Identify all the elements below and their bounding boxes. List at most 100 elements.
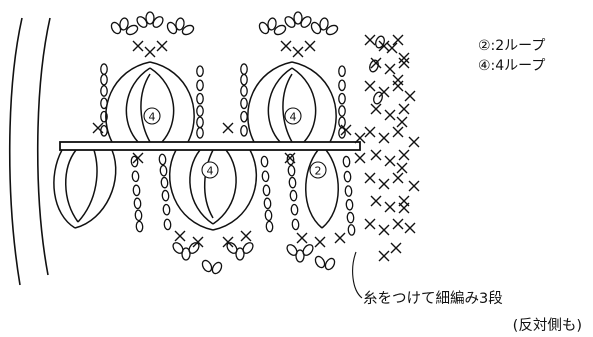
chain-stitch (265, 210, 272, 221)
chain-stitch (133, 185, 140, 196)
cross-stitch (393, 127, 403, 137)
cross-stitch (393, 219, 403, 229)
chain-stitch (288, 165, 295, 176)
cross-stitch (365, 127, 375, 137)
svg-text:4: 4 (149, 111, 156, 124)
cross-stitch (379, 251, 389, 261)
chain-stitch (325, 24, 339, 37)
chain-stitch (197, 128, 203, 138)
cross-stitch (335, 233, 345, 243)
cross-stitch (365, 173, 375, 183)
annotation-line-2: (反対側も) (513, 317, 582, 334)
cross-stitch (371, 58, 381, 68)
chain-stitch (285, 243, 299, 257)
horizontal-bar (60, 142, 360, 150)
chain-stitch (197, 93, 203, 103)
chain-stitch (164, 219, 171, 230)
legend-item-2: ②:2ループ (478, 38, 545, 54)
cross-stitch (379, 179, 389, 189)
motif-top-right (248, 62, 336, 142)
chain-stitch (343, 156, 350, 167)
cross-stitch (405, 223, 415, 233)
chain-stitch (197, 106, 203, 116)
svg-text:4: 4 (207, 165, 214, 178)
chain-stitch (262, 171, 269, 182)
chain-stitch (339, 93, 345, 103)
cross-stitch (371, 196, 381, 206)
chain-stitch (344, 171, 351, 182)
cross-stitch (365, 219, 375, 229)
chain-stitch (339, 106, 345, 116)
legend: ②:2ループ ④:4ループ (478, 38, 545, 74)
chain-stitch (273, 24, 287, 37)
cross-stitch (355, 153, 365, 163)
motif-two-loop (306, 150, 339, 228)
cross-stitch (223, 237, 233, 247)
cross-stitch (365, 35, 375, 45)
chain-stitch (241, 98, 247, 108)
chain-stitch (101, 74, 107, 84)
cross-stitch (297, 233, 307, 243)
chain-stitch (161, 177, 168, 188)
chain-stitch (197, 117, 203, 127)
chain-stitch (241, 111, 247, 121)
annotation-line-1: 糸をつけて細編み3段 (363, 290, 503, 307)
cross-stitch (385, 156, 395, 166)
chain-stitch (347, 212, 354, 223)
loop-count-badge-two: 2 (310, 162, 326, 178)
cross-stitch (223, 123, 233, 133)
cross-stitch (385, 110, 395, 120)
chain-stitch (162, 190, 169, 201)
cross-stitch (391, 243, 401, 253)
cross-stitch (397, 117, 407, 127)
chain-stitch (151, 15, 165, 29)
cross-stitch (379, 225, 389, 235)
cross-stitch (385, 202, 395, 212)
cross-stitch (145, 47, 155, 57)
chain-stitch (261, 156, 268, 167)
svg-text:4: 4 (290, 111, 297, 124)
chain-stitch (134, 198, 141, 209)
cross-stitch (399, 58, 409, 68)
chain-stitch (163, 204, 170, 215)
cross-stitch (399, 203, 409, 213)
chain-stitch (241, 126, 247, 136)
chain-stitch (290, 190, 297, 201)
chain-stitch (171, 241, 185, 255)
chain-stitch (264, 198, 271, 209)
chain-stitch (241, 64, 247, 74)
cross-stitch (385, 64, 395, 74)
chain-stitch (301, 243, 315, 257)
cross-stitch (315, 237, 325, 247)
cross-stitch (399, 53, 409, 63)
cross-stitch (397, 163, 407, 173)
chain-stitch (201, 259, 214, 273)
loop-count-badge-top-left: 4 (144, 108, 160, 124)
cross-stitch (371, 104, 381, 114)
chain-stitch (292, 219, 299, 230)
chain-stitch (211, 261, 224, 275)
cross-stitch (405, 91, 415, 101)
chain-stitch (339, 66, 345, 76)
chain-stitch (197, 66, 203, 76)
chain-stitch (263, 185, 270, 196)
chain-stitch (345, 186, 352, 197)
annotation: 糸をつけて細編み3段 (反対側も) (363, 290, 582, 334)
cross-stitch (399, 104, 409, 114)
cross-stitch (393, 81, 403, 91)
chain-stitch (314, 255, 327, 269)
cross-stitch (193, 237, 203, 247)
chain-stitch (132, 171, 139, 182)
cross-stitch (341, 125, 351, 135)
motif-bottom-left (54, 150, 116, 228)
chain-stitch (324, 257, 337, 271)
cross-stitch (409, 137, 419, 147)
chain-stitch (289, 177, 296, 188)
cross-stitch (399, 150, 409, 160)
cross-stitch (387, 43, 397, 53)
cross-stitch (393, 173, 403, 183)
chain-stitch (125, 24, 139, 37)
chain-stitch (241, 241, 255, 255)
motif-top-left (106, 62, 194, 142)
